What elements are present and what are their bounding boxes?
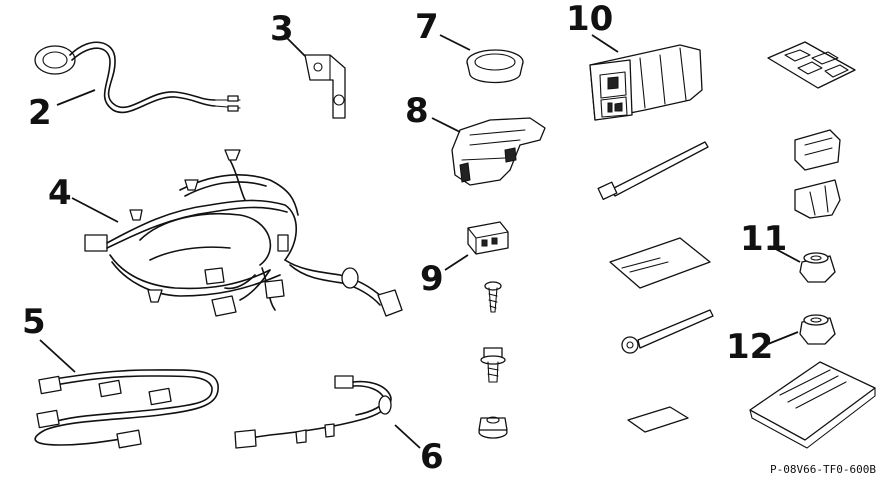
- callout-11: 11: [740, 219, 787, 259]
- leader-2: [56, 89, 96, 106]
- clip-a: [794, 129, 841, 171]
- flange-bolt: [480, 347, 506, 383]
- leader-12: [767, 331, 799, 345]
- leader-4: [71, 197, 119, 223]
- leader-7: [439, 34, 471, 51]
- callout-6: 6: [420, 437, 444, 477]
- cable-tie-a: [597, 141, 709, 201]
- leader-8: [431, 117, 461, 133]
- part-7-grommet: [466, 49, 524, 84]
- leader-6: [394, 424, 421, 449]
- part-6-sub-harness: [234, 375, 392, 449]
- callout-4: 4: [48, 173, 72, 213]
- flange-nut: [478, 416, 508, 439]
- part-12-clip-nut: [799, 314, 836, 345]
- leader-5: [39, 339, 76, 373]
- part-5-extension-harness: [34, 369, 219, 449]
- part-2-sensor-harness: [34, 41, 241, 114]
- leader-11: [769, 245, 801, 263]
- part-9-connector: [467, 221, 509, 255]
- cable-tie-b: [621, 309, 714, 354]
- part-11-clip-nut: [799, 252, 836, 283]
- callout-7: 7: [415, 7, 439, 47]
- cushion-pad: [609, 237, 711, 289]
- callout-9: 9: [420, 259, 444, 299]
- part-8-switch-housing: [451, 117, 546, 186]
- part-10-switch: [589, 44, 703, 121]
- part-4-main-harness: [84, 149, 403, 317]
- callout-8: 8: [405, 91, 429, 131]
- callout-2: 2: [28, 93, 52, 133]
- clip-b: [794, 179, 841, 219]
- owners-manual: [749, 361, 876, 449]
- callout-10: 10: [566, 0, 613, 39]
- adhesive-tab: [627, 406, 689, 433]
- part-code: P-08V66-TF0-600B: [770, 463, 876, 476]
- callout-12: 12: [726, 327, 773, 367]
- leader-3: [286, 37, 306, 57]
- callout-5: 5: [22, 302, 46, 342]
- part-3-bracket: [304, 54, 346, 119]
- double-sided-tape: [767, 41, 856, 89]
- leader-10: [591, 34, 619, 53]
- tapping-screw: [484, 281, 502, 313]
- leader-9: [444, 254, 469, 271]
- callout-3: 3: [270, 9, 294, 49]
